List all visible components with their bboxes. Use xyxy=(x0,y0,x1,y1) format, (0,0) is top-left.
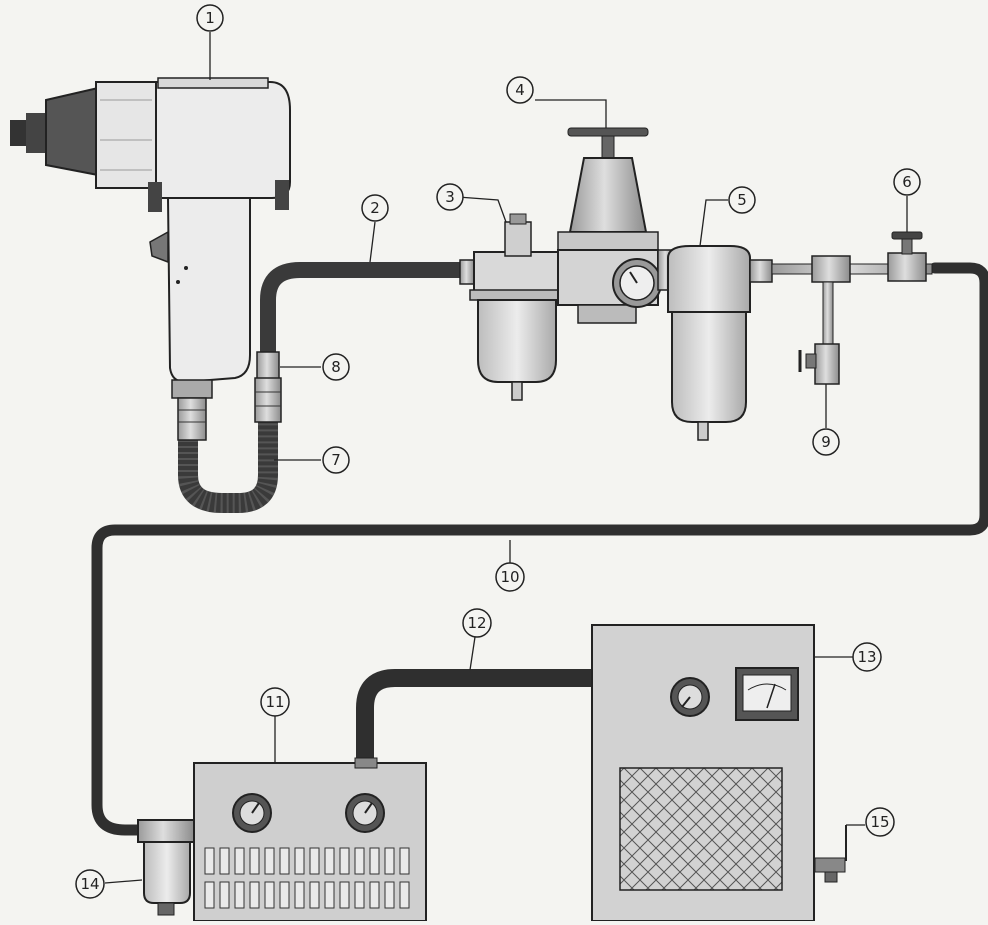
callout-label: 7 xyxy=(331,451,341,469)
vent-slot xyxy=(384,881,395,909)
vent-slot xyxy=(249,881,260,909)
callout-label: 5 xyxy=(737,191,747,209)
vent-slot xyxy=(339,847,350,875)
callout-label: 8 xyxy=(331,358,341,376)
supply-hose-10 xyxy=(91,262,988,836)
hose-2 xyxy=(260,262,462,355)
vent-slot xyxy=(354,881,365,909)
callout-label: 9 xyxy=(821,433,831,451)
vent-slot xyxy=(234,881,245,909)
vent-slot xyxy=(204,847,215,875)
quick-coupler-8 xyxy=(254,351,282,423)
callout-13: 13 xyxy=(852,642,882,672)
vent-slot xyxy=(354,847,365,875)
callout-label: 10 xyxy=(500,568,519,586)
callout-10: 10 xyxy=(495,562,525,592)
callout-label: 1 xyxy=(205,9,215,27)
filter-3 xyxy=(459,213,563,401)
lubricator-5 xyxy=(657,245,773,441)
vent-slot xyxy=(309,881,320,909)
callout-14: 14 xyxy=(75,869,105,899)
callout-1: 1 xyxy=(196,4,224,32)
dryer-13 xyxy=(591,624,847,922)
vent-slot xyxy=(219,881,230,909)
callout-4: 4 xyxy=(506,76,534,104)
callout-5: 5 xyxy=(728,186,756,214)
vent-slot xyxy=(279,881,290,909)
vent-slot xyxy=(294,881,305,909)
vent-slot xyxy=(309,847,320,875)
vent-slot xyxy=(264,847,275,875)
callout-label: 13 xyxy=(857,648,876,666)
vent-slot xyxy=(219,847,230,875)
callout-11: 11 xyxy=(260,687,290,717)
callout-15: 15 xyxy=(865,807,895,837)
vent-slot xyxy=(249,847,260,875)
leader-lines xyxy=(104,32,908,884)
hose-12 xyxy=(356,669,592,768)
pipe-assembly xyxy=(771,231,933,385)
callout-label: 6 xyxy=(902,173,912,191)
callout-label: 15 xyxy=(870,813,889,831)
callout-6: 6 xyxy=(893,168,921,196)
vent-slot xyxy=(264,881,275,909)
vent-slot xyxy=(324,881,335,909)
impact-wrench: R F xyxy=(10,77,291,441)
callout-label: 3 xyxy=(445,188,455,206)
vent-slot xyxy=(234,847,245,875)
vent-slot xyxy=(294,847,305,875)
callout-label: 4 xyxy=(515,81,525,99)
vent-slot xyxy=(369,881,380,909)
callout-label: 2 xyxy=(370,199,380,217)
compressor-11 xyxy=(193,757,427,922)
vent-slot xyxy=(279,847,290,875)
callout-7: 7 xyxy=(322,446,350,474)
vent-slot xyxy=(204,881,215,909)
callout-8: 8 xyxy=(322,353,350,381)
callout-label: 14 xyxy=(80,875,99,893)
callout-label: 11 xyxy=(265,693,284,711)
callout-label: 12 xyxy=(467,614,486,632)
vent-slot xyxy=(384,847,395,875)
vent-slot xyxy=(324,847,335,875)
vent-slot xyxy=(339,881,350,909)
callout-3: 3 xyxy=(436,183,464,211)
callout-9: 9 xyxy=(812,428,840,456)
drain-filter-14 xyxy=(137,819,195,916)
callout-2: 2 xyxy=(361,194,389,222)
callout-12: 12 xyxy=(462,608,492,638)
whip-hose-7 xyxy=(178,420,278,513)
vent-slot xyxy=(369,847,380,875)
regulator-4 xyxy=(557,127,662,324)
vent-slot xyxy=(399,881,410,909)
vent-slot xyxy=(399,847,410,875)
